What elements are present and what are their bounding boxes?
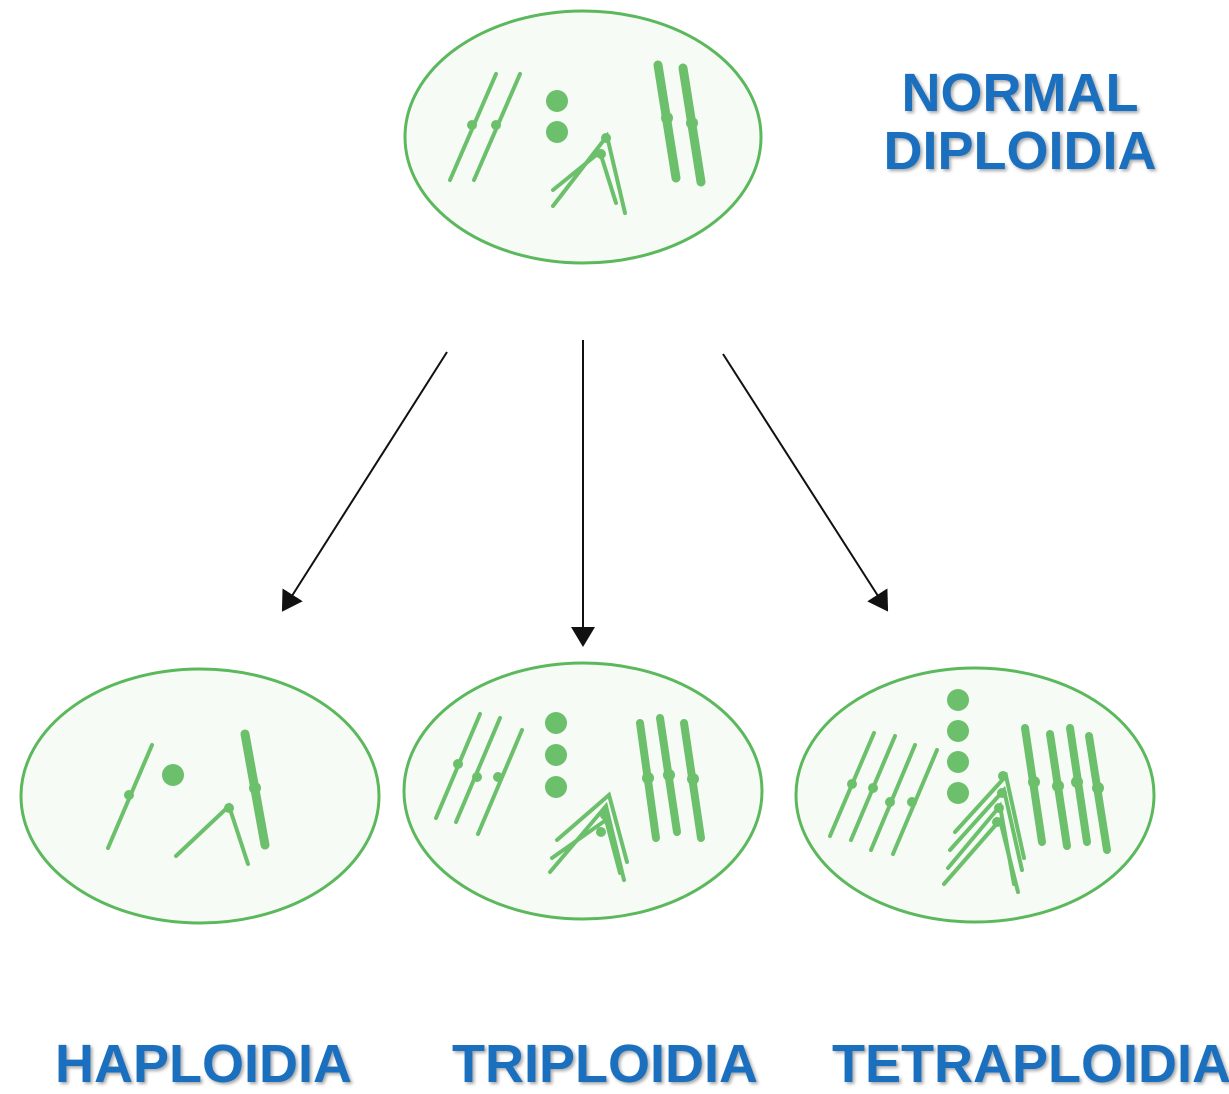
label-normal-diploid: NORMAL DIPLOIDIA	[870, 64, 1170, 181]
label-tetraploid: TETRAPLOIDIA	[832, 1035, 1229, 1093]
arrows	[283, 340, 887, 645]
label-haploid: HAPLOIDIA	[55, 1035, 352, 1093]
cell-haploid	[21, 669, 379, 923]
label-normal-line1: NORMAL	[870, 64, 1170, 122]
cell-triploid	[404, 663, 762, 919]
cell-normal-diploid	[405, 11, 761, 263]
cell-tetraploid	[796, 668, 1154, 922]
arrow-to-tetraploid	[723, 354, 887, 610]
label-normal-line2: DIPLOIDIA	[870, 122, 1170, 180]
arrow-to-haploid	[283, 352, 447, 610]
label-triploid: TRIPLOIDIA	[452, 1035, 758, 1093]
